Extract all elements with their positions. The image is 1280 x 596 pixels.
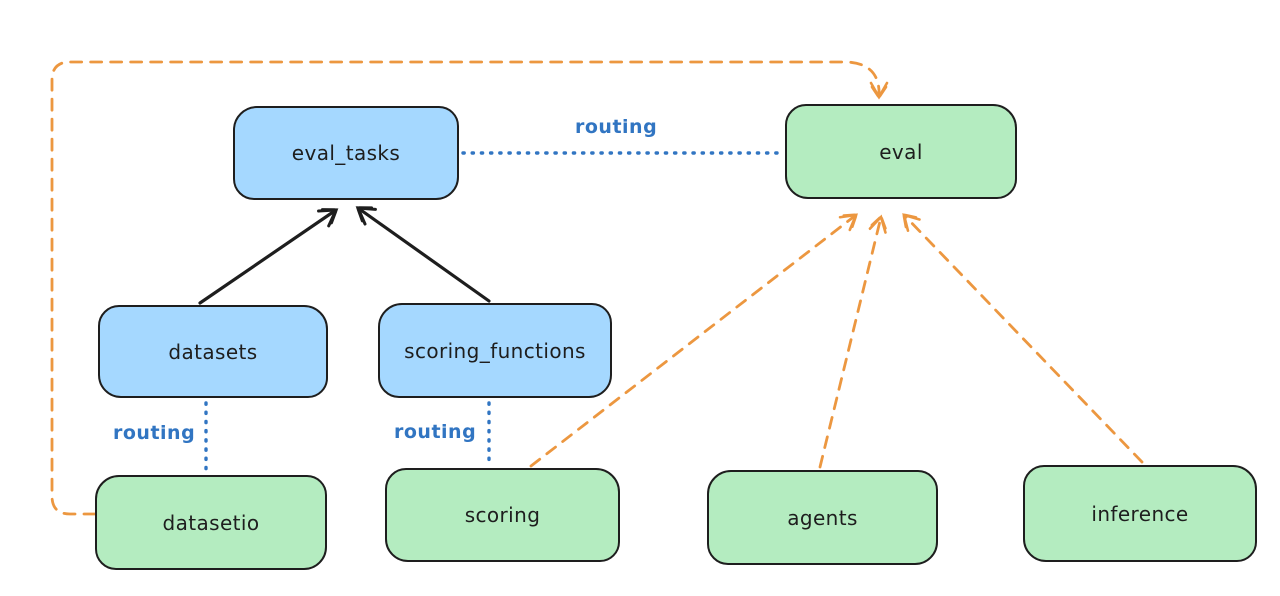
node-datasetio-label: datasetio	[162, 510, 260, 535]
node-eval: eval	[785, 104, 1017, 199]
node-eval-tasks: eval_tasks	[233, 106, 459, 200]
edge-label-routing-evaltasks-eval: routing	[575, 116, 658, 138]
node-datasetio: datasetio	[95, 475, 327, 570]
arrow-datasetio-to-eval	[50, 60, 889, 516]
node-scoring-label: scoring	[464, 503, 541, 527]
node-agents-label: agents	[787, 505, 858, 530]
node-scoring: scoring	[385, 468, 620, 562]
arrow-scoringfunctions-to-evaltasks	[355, 206, 491, 303]
node-datasets-label: datasets	[168, 339, 258, 364]
node-agents: agents	[707, 470, 938, 565]
arrow-inference-to-eval	[902, 213, 1144, 464]
arrow-datasets-to-evaltasks	[198, 208, 339, 305]
edge-label-routing-scoringfunctions-scoring: routing	[394, 421, 477, 443]
node-scoring-functions: scoring_functions	[378, 303, 612, 398]
node-datasets: datasets	[98, 305, 328, 398]
arrow-scoring-to-eval	[529, 213, 859, 468]
node-eval-tasks-label: eval_tasks	[291, 141, 401, 165]
node-inference-label: inference	[1091, 501, 1189, 526]
node-eval-label: eval	[879, 139, 923, 164]
arrow-agents-to-eval	[818, 214, 887, 469]
edge-label-routing-datasets-datasetio: routing	[113, 422, 196, 444]
node-inference: inference	[1023, 465, 1257, 562]
node-scoring-functions-label: scoring_functions	[404, 338, 586, 363]
